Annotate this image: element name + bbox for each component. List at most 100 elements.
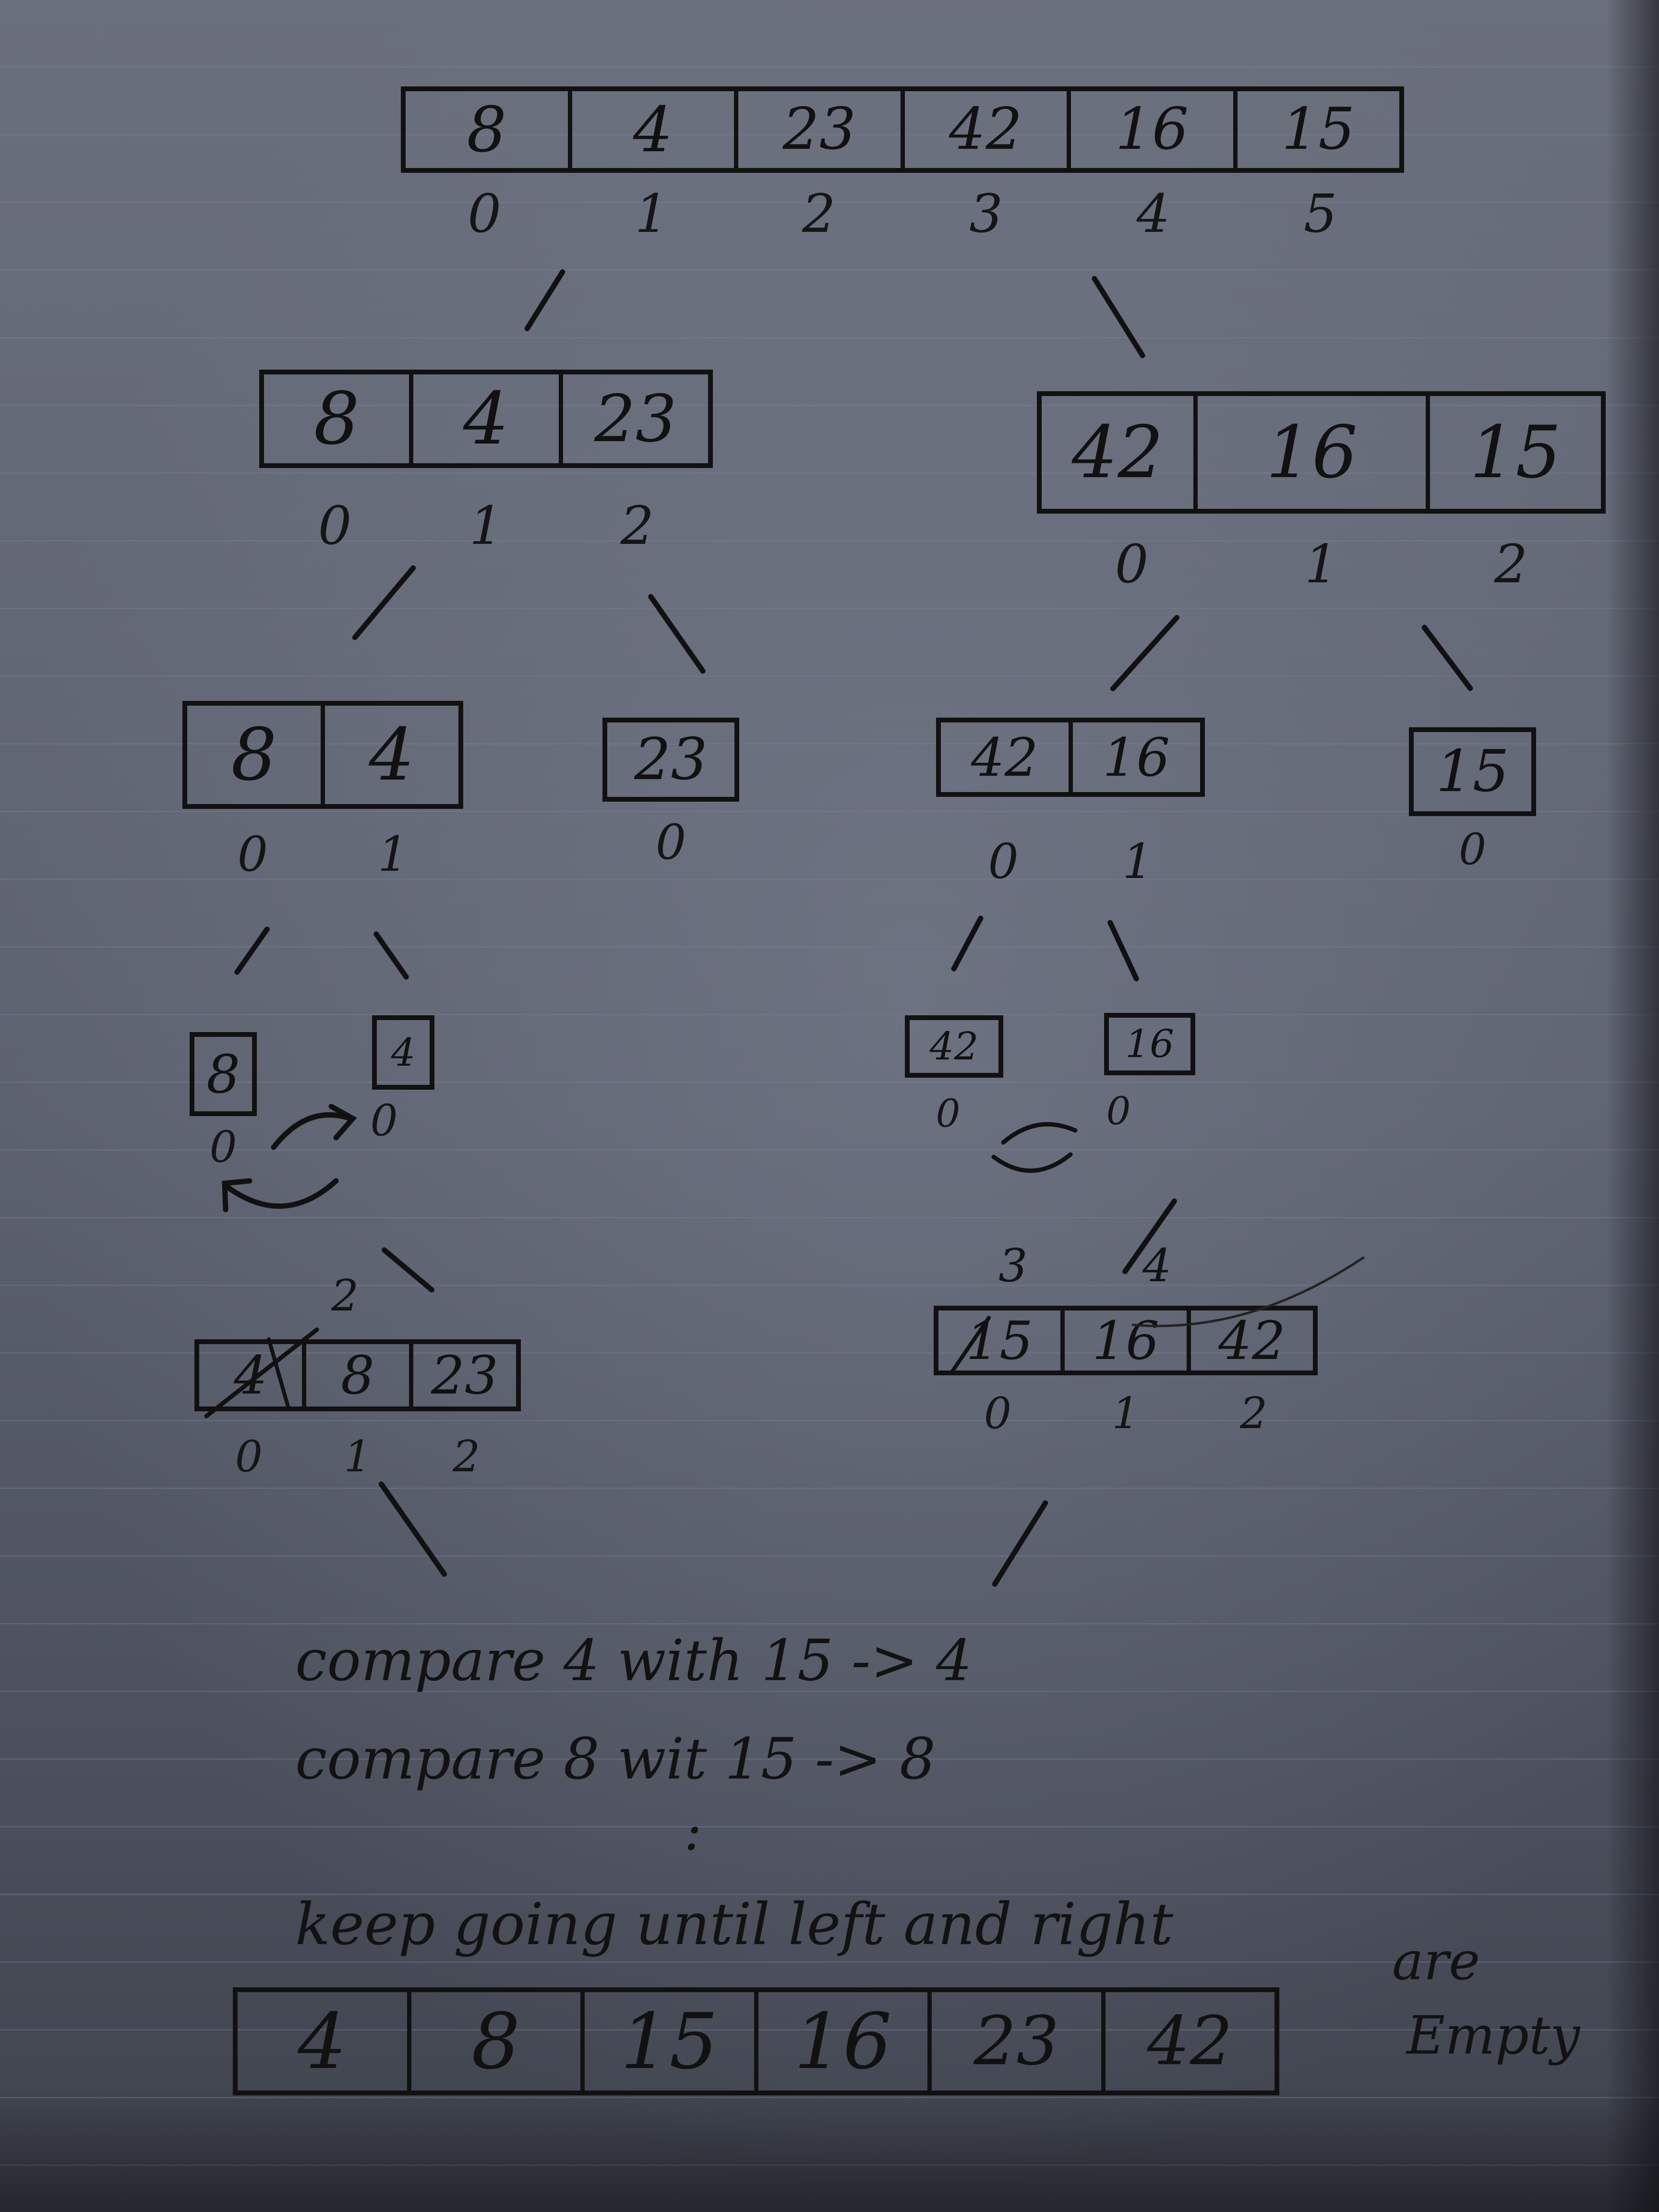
array-cell: 23	[594, 381, 677, 457]
array-cell: 16	[1071, 91, 1238, 168]
single-4-array: 4	[372, 1015, 434, 1090]
arrow-head-icon	[328, 1104, 357, 1141]
array-cell: 8	[306, 1344, 413, 1407]
index-label: 2	[620, 495, 654, 556]
swap-arrow-icon	[1001, 1122, 1078, 1145]
index-label: 0	[988, 833, 1019, 890]
index-label: 2	[453, 1431, 481, 1482]
single-16-indices: 0	[1087, 1092, 1150, 1130]
swap-arrow-icon	[991, 1152, 1073, 1173]
index-label: 1	[377, 826, 409, 882]
right-half-indices: 0 1 2	[1037, 538, 1606, 590]
index-label: 2	[1240, 1388, 1268, 1439]
strike-mark	[1131, 1256, 1365, 1327]
index-label: 0	[235, 1431, 263, 1482]
arrow-head-icon	[222, 1178, 252, 1213]
array-cell: 4	[572, 91, 738, 168]
array-cell: 23	[431, 1345, 498, 1406]
index-label: 1	[344, 1431, 372, 1482]
right-pair-array: 42 16	[936, 718, 1205, 797]
merged-right-indices: 0 1 2	[934, 1392, 1318, 1435]
array-cell: 16	[1125, 1022, 1174, 1066]
array-cell: 23	[738, 91, 905, 168]
index-label: 4	[1136, 183, 1170, 244]
index-label: 2	[1494, 533, 1528, 595]
array-cell: 8	[187, 706, 325, 804]
array-cell: 42	[941, 722, 1073, 792]
array-cell: 4	[413, 374, 563, 463]
single-42-indices: 0	[917, 1094, 979, 1133]
keep-going-note: keep going until left and right	[295, 1891, 1174, 1958]
array-cell: 42	[905, 91, 1071, 168]
index-label: 1	[1304, 533, 1338, 595]
single-42-array: 42	[905, 1015, 1003, 1078]
array-cell: 8	[411, 1992, 585, 2091]
index-label: 0	[1106, 1089, 1131, 1133]
merged-right-array: 15 16 42	[934, 1306, 1318, 1375]
array-cell: 16	[1065, 1310, 1191, 1370]
array-cell: 15	[585, 1992, 758, 2091]
right-single-15-indices: 0	[1409, 828, 1536, 871]
right-single-15-array: 15	[1409, 727, 1536, 816]
index-label: 2	[802, 183, 836, 244]
index-label: 0	[1115, 533, 1149, 595]
single-8-array: 8	[190, 1032, 257, 1116]
single-4-indices: 0	[353, 1099, 415, 1142]
merged-right-above-note-b: 4	[1142, 1239, 1172, 1292]
merged-left-above-note: 2	[331, 1271, 359, 1321]
index-label: 1	[635, 183, 669, 244]
compare-line-1: compare 4 with 15 -> 4	[295, 1627, 972, 1694]
array-cell: 42	[1042, 396, 1198, 509]
array-cell: 15	[1436, 738, 1509, 805]
right-half-array: 42 16 15	[1037, 391, 1606, 514]
index-label: 0	[984, 1388, 1011, 1439]
index-label: 0	[468, 183, 502, 244]
index-label: 5	[1303, 183, 1337, 244]
ellipsis-note: :	[684, 1801, 702, 1862]
array-cell: 8	[406, 91, 572, 168]
index-label: 0	[1458, 824, 1487, 875]
compare-line-2: compare 8 wit 15 -> 8	[295, 1726, 936, 1792]
merged-left-array: 4 8 23	[194, 1339, 521, 1411]
array-cell: 15	[1469, 410, 1562, 494]
left-single-23-indices: 0	[602, 818, 739, 866]
single-8-indices: 0	[190, 1126, 257, 1169]
array-cell: 8	[264, 374, 414, 463]
index-label: 0	[237, 826, 268, 882]
array-cell: 15	[1281, 96, 1355, 163]
left-single-23-array: 23	[602, 718, 739, 802]
index-label: 3	[969, 183, 1003, 244]
index-label: 1	[1122, 833, 1153, 890]
strike-mark	[267, 1337, 290, 1408]
are-note: are	[1392, 1930, 1480, 1992]
merged-right-above-note-a: 3	[998, 1239, 1028, 1292]
index-label: 0	[936, 1091, 961, 1136]
swap-arrow-icon	[271, 1112, 353, 1150]
array-cell: 8	[206, 1043, 240, 1105]
array-cell: 42	[929, 1024, 979, 1069]
merged-left-indices: 0 1 2	[194, 1435, 521, 1479]
left-pair-array: 8 4	[182, 701, 463, 809]
root-array: 8 4 23 42 16 15	[401, 86, 1404, 173]
index-label: 1	[469, 495, 503, 556]
left-half-indices: 0 1 2	[259, 499, 713, 552]
array-cell: 4	[391, 1030, 416, 1075]
array-cell: 23	[634, 726, 708, 793]
index-label: 0	[209, 1122, 237, 1172]
index-label: 0	[370, 1095, 398, 1146]
array-cell: 42	[1147, 2002, 1233, 2080]
root-indices: 0 1 2 3 4 5	[401, 187, 1404, 240]
right-pair-indices: 0 1	[936, 838, 1205, 886]
strike-mark	[204, 1327, 319, 1419]
index-label: 0	[655, 814, 686, 870]
array-cell: 42	[1218, 1310, 1286, 1371]
left-pair-indices: 0 1	[182, 830, 463, 878]
array-cell: 16	[1198, 396, 1431, 509]
single-16-array: 16	[1104, 1013, 1195, 1075]
array-cell: 16	[1103, 726, 1170, 788]
array-cell: 4	[369, 713, 415, 797]
index-label: 1	[1112, 1388, 1140, 1439]
index-label: 0	[318, 495, 352, 556]
